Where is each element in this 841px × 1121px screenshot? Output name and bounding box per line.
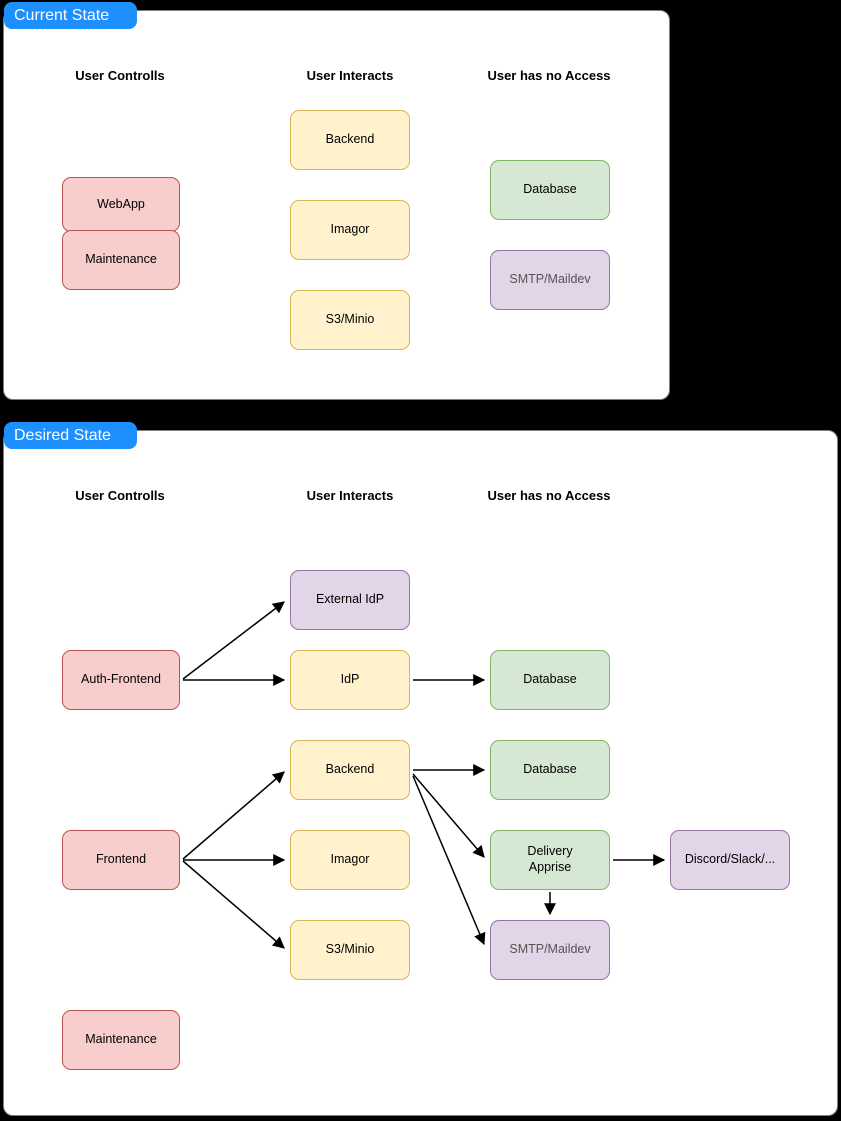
node-imagor[interactable]: Imagor [290,830,410,890]
panel-desired-state [3,430,838,1116]
node-maintenance[interactable]: Maintenance [62,230,180,290]
column-header-user-controlls: User Controlls [75,488,165,503]
node-database[interactable]: Database [490,160,610,220]
node-backend[interactable]: Backend [290,740,410,800]
column-header-user-controlls: User Controlls [75,68,165,83]
current-state-label[interactable]: Current State [4,2,137,29]
node-smtp-maildev[interactable]: SMTP/Maildev [490,250,610,310]
desired-state-label[interactable]: Desired State [4,422,137,449]
node-smtp-maildev[interactable]: SMTP/Maildev [490,920,610,980]
node-auth-frontend[interactable]: Auth-Frontend [62,650,180,710]
column-header-user-interacts: User Interacts [306,488,394,503]
column-header-user-interacts: User Interacts [306,68,394,83]
node-database-idp[interactable]: Database [490,650,610,710]
node-webapp[interactable]: WebApp [62,177,180,232]
node-imagor[interactable]: Imagor [290,200,410,260]
node-discord-slack[interactable]: Discord/Slack/... [670,830,790,890]
column-header-user-has-no-access: User has no Access [487,68,611,83]
node-s3-minio[interactable]: S3/Minio [290,920,410,980]
node-maintenance[interactable]: Maintenance [62,1010,180,1070]
node-frontend[interactable]: Frontend [62,830,180,890]
node-idp[interactable]: IdP [290,650,410,710]
column-header-user-has-no-access: User has no Access [487,488,611,503]
node-delivery-apprise[interactable]: Delivery Apprise [490,830,610,890]
node-s3-minio[interactable]: S3/Minio [290,290,410,350]
node-external-idp[interactable]: External IdP [290,570,410,630]
node-backend[interactable]: Backend [290,110,410,170]
node-database-backend[interactable]: Database [490,740,610,800]
